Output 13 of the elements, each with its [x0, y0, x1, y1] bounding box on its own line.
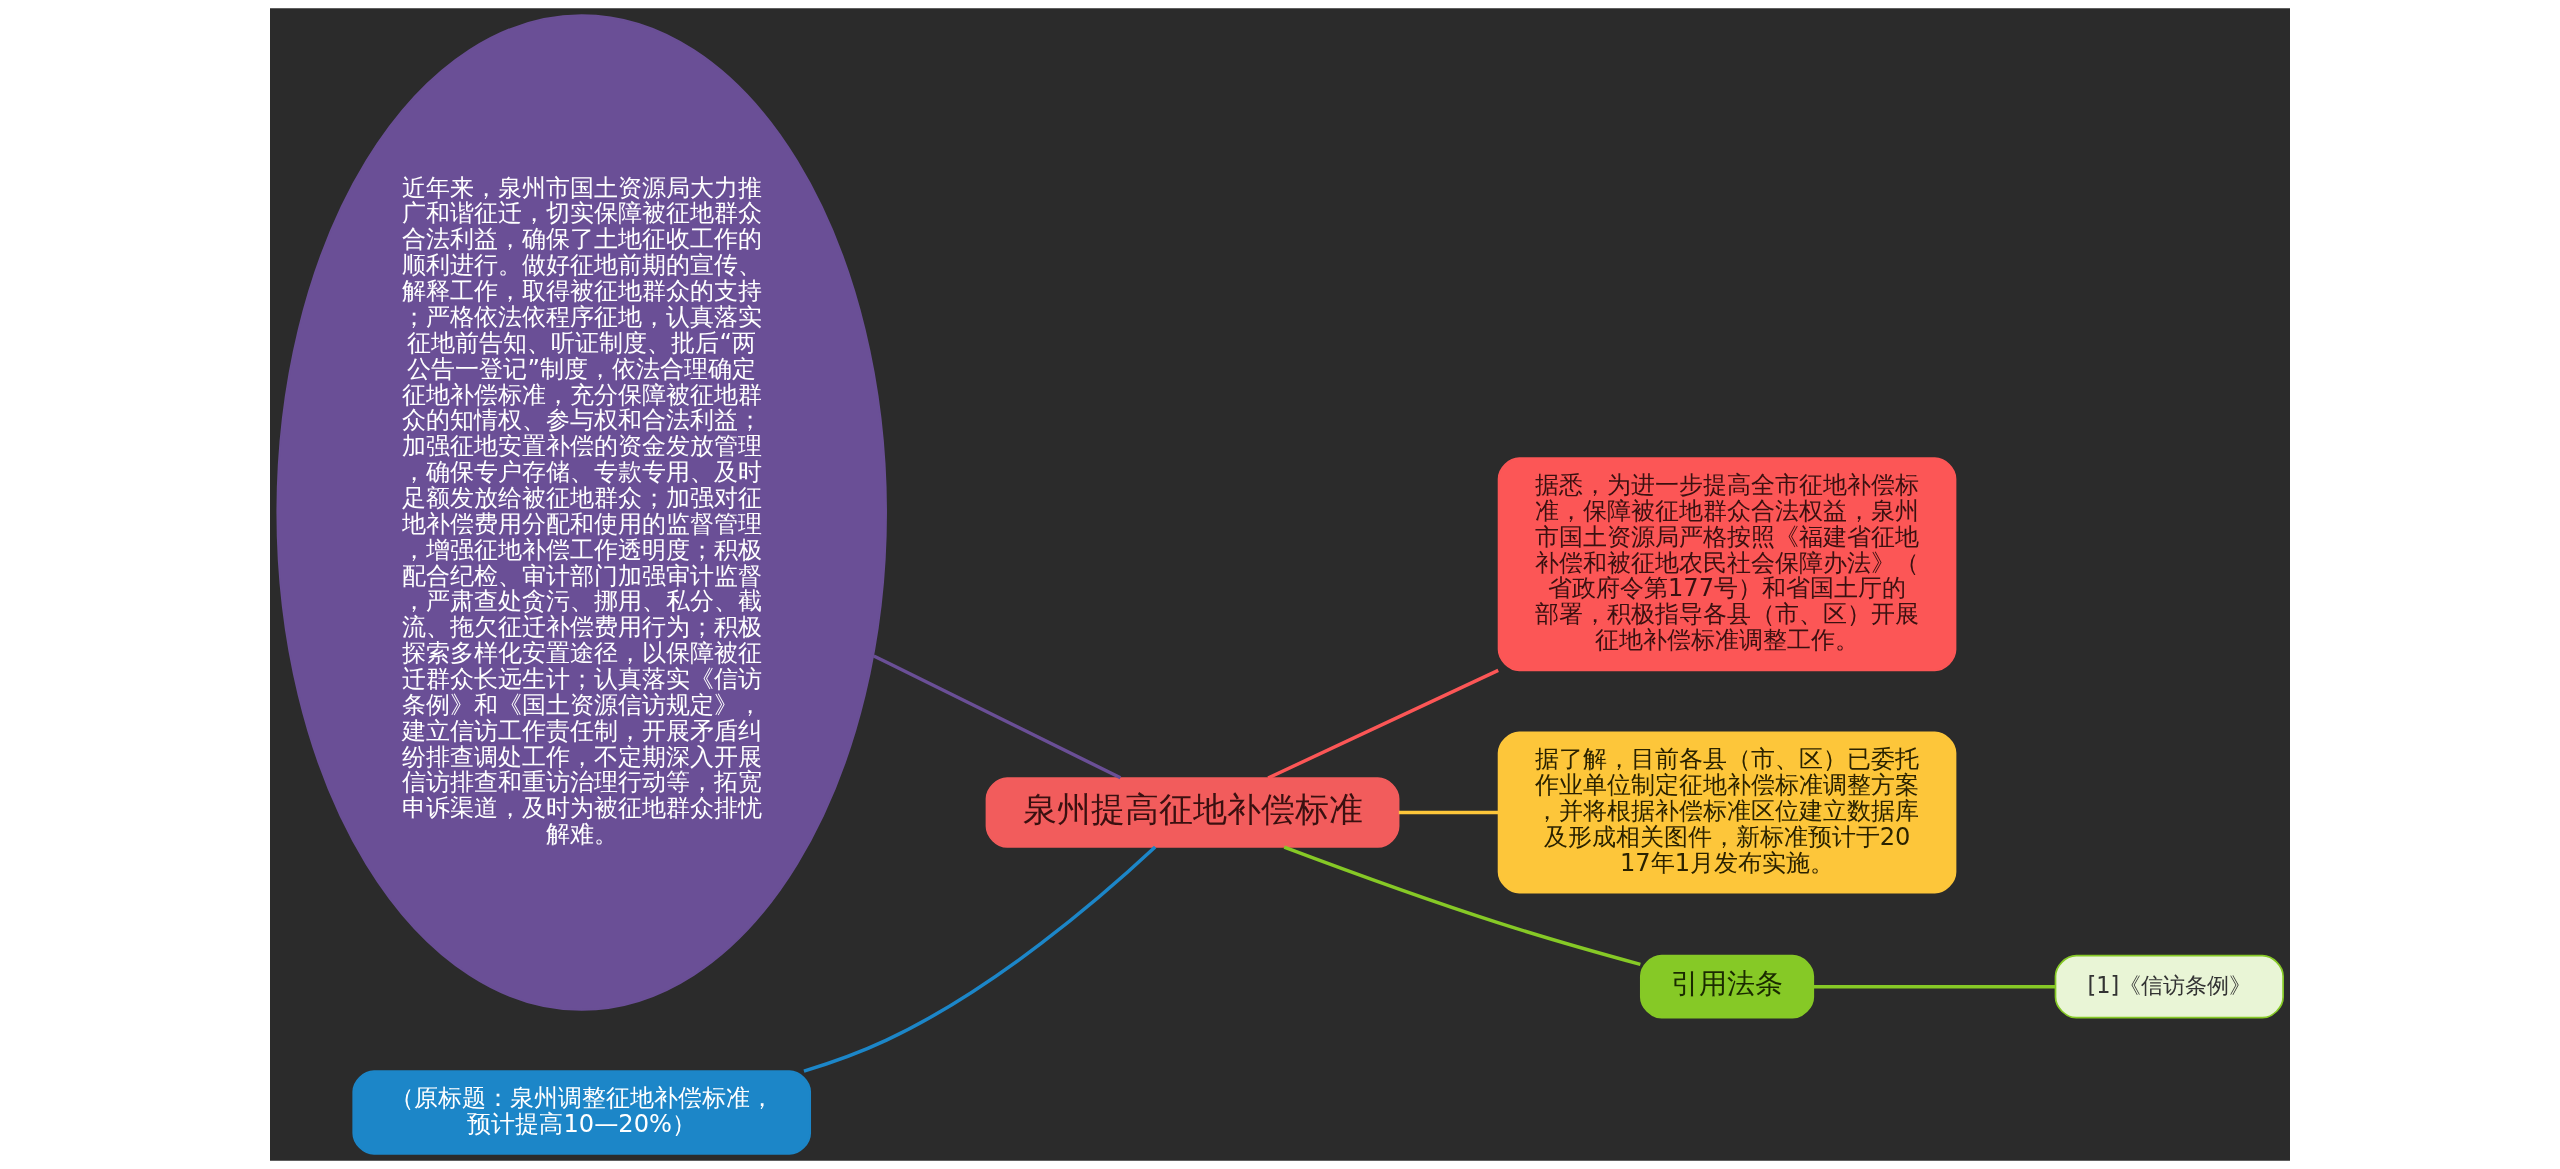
connector	[803, 845, 1157, 1073]
connector	[1398, 810, 1499, 815]
node-box: 据悉，为进一步提高全市征地补偿标准，保障被征地群众合法权益，泉州市国土资源局严格按照《福建省征地补偿和被征地农民社会保障办法》（省政府令第177号）和省国土厅的部署，积极指导各县（市、区）开展征地补偿标准调整工作。	[1497, 457, 1957, 672]
connector	[873, 654, 1122, 780]
node-box: 泉州提高征地补偿标准	[985, 777, 1400, 848]
connector	[1267, 668, 1499, 780]
node-ellipse: 近年来，泉州市国土资源局大力推广和谐征迁，切实保障被征地群众合法利益，确保了土地征收工作的顺利进行。做好征地前期的宣传、解释工作，取得被征地群众的支持；严格依法依程序征地，认真落实征地前告知、听证制度、批后“两公告一登记”制度，依法合理确定征地补偿标准，充分保障被征地群众的知情权、参与权和合法利益；加强征地安置补偿的资金发放管理，确保专户存储、专款专用、及时足额发放给被征地群众；加强对征地补偿费用分配和使用的监督管理，增强征地补偿工作透明度；积极配合纪检、审计部门加强审计监督，严肃查处贪污、挪用、私分、截流、拖欠征迁补偿费用行为；积极探索多样化安置途径，以保障被征迁群众长远生计；认真落实《信访条例》和《国土资源信访规定》，建立信访工作责任制，开展矛盾纠纷排查调处工作，不定期深入开展信访排查和重访治理行动等，拓宽申诉渠道，及时为被征地群众排忧解难。	[276, 14, 887, 1011]
node-box: 引用法条	[1639, 954, 1815, 1019]
node-box: [1]《信访条例》	[2054, 954, 2284, 1019]
node-box: 据了解，目前各县（市、区）已委托作业单位制定征地补偿标准调整方案，并将根据补偿标准区位建立数据库及形成相关图件，新标准预计于2017年1月发布实施。	[1497, 731, 1957, 894]
connector	[1283, 845, 1641, 967]
connector	[1813, 984, 2055, 989]
node-box: （原标题：泉州调整征地补偿标准，预计提高10—20%）	[352, 1070, 811, 1155]
